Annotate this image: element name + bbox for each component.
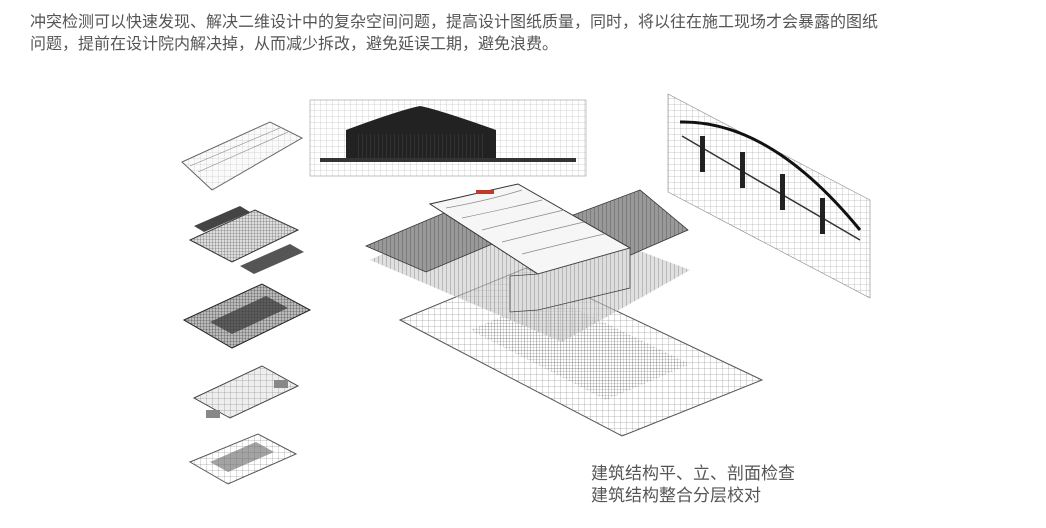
intro-line-1: 冲突检测可以快速发现、解决二维设计中的复杂空间问题，提高设计图纸质量，同时，将以… xyxy=(30,12,879,31)
layer-structure-frame xyxy=(192,365,300,419)
intro-paragraph: 冲突检测可以快速发现、解决二维设计中的复杂空间问题，提高设计图纸质量，同时，将以… xyxy=(30,11,1020,55)
intro-line-2: 问题，提前在设计院内解决掉，从而减少拆改，避免延误工期，避免浪费。 xyxy=(30,34,559,53)
section-drawing xyxy=(667,93,871,299)
building-model-illustration xyxy=(181,93,871,485)
front-elevation-drawing xyxy=(309,99,587,177)
layer-main-floor xyxy=(182,283,312,349)
layer-roof-plan xyxy=(181,121,304,191)
layer-upper-structure xyxy=(188,206,304,274)
caption-line-2: 建筑结构整合分层校对 xyxy=(591,486,761,506)
central-building-model xyxy=(364,183,764,437)
layer-foundation xyxy=(188,433,298,485)
figure-caption: 建筑结构平、立、剖面检查 建筑结构整合分层校对 xyxy=(591,463,795,507)
caption-line-1: 建筑结构平、立、剖面检查 xyxy=(591,464,795,484)
